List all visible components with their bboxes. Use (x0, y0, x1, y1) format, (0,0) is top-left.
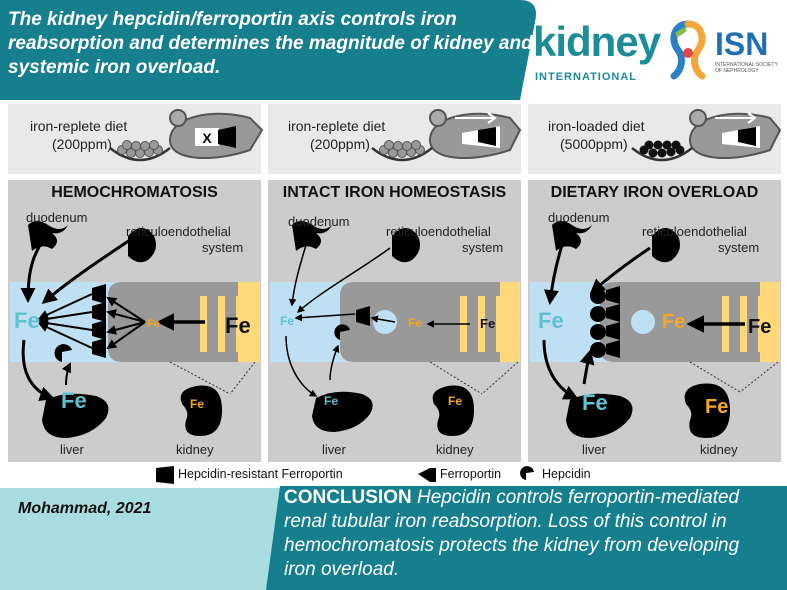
mouse-icon-1: X (168, 109, 264, 159)
panel3-kidney-label: kidney (700, 442, 738, 457)
panel1-res-label-2: system (202, 240, 244, 255)
diet-line-3: iron-loaded diet (548, 118, 645, 134)
panel1-duodenum-icon (28, 221, 68, 251)
panel2-duodenum-icon (292, 221, 332, 251)
legend-hepcidin: Hepcidin (542, 467, 591, 481)
diet-ppm-3: (5000ppm) (560, 136, 628, 152)
isn-logo-subtext: INTERNATIONAL SOCIETY OF NEPHROLOGY (715, 62, 778, 74)
panel1-fe-cell: Fe (147, 318, 160, 330)
panel2-fe-plasma: Fe (280, 314, 295, 328)
food-bowl-2 (371, 147, 433, 162)
diet-line-2: iron-replete diet (288, 118, 386, 134)
panel1-kidney-label: kidney (176, 442, 214, 457)
panel3-liver-label: liver (582, 442, 606, 457)
panel2-liver-icon (312, 391, 373, 432)
diet-label-1: iron-replete diet (200ppm) (30, 117, 127, 153)
mouse-icon-3 (688, 109, 782, 159)
diet-line-1: iron-replete diet (30, 118, 128, 134)
panel3-kidney-icon (684, 383, 730, 438)
conclusion-body: Hepcidin controls ferroportin-mediated r… (284, 487, 740, 580)
panel2-fe-kidney: Fe (448, 394, 463, 408)
panel3-liver-icon (566, 393, 633, 438)
panel3-fe-lumen: Fe (748, 316, 772, 338)
panel2-liver-label: liver (322, 442, 346, 457)
panel3-fe-kidney: Fe (705, 396, 729, 418)
kidney-international-logo: kidney (533, 18, 661, 65)
legend-resistant-ferroportin: Hepcidin-resistant Ferroportin (178, 467, 343, 481)
isn-logo-text: ISN (715, 26, 769, 62)
panel3-fe-cell: Fe (662, 311, 686, 333)
author-citation: Mohammad, 2021 (18, 500, 152, 517)
panels-graphics (10, 221, 780, 438)
diet-label-2: iron-replete diet (200ppm) (288, 117, 385, 153)
panel1-resistant-ferroportins (92, 284, 106, 358)
panel1-fe-kidney: Fe (190, 397, 205, 411)
panel1-duodenum-label: duodenum (26, 210, 88, 225)
panel2-kidney-label: kidney (436, 442, 474, 457)
panel2-hepcidin (334, 324, 350, 340)
panel3-cell-diagram (530, 221, 780, 438)
isn-logo-icon (670, 20, 706, 80)
poster-title: The kidney hepcidin/ferroportin axis con… (8, 9, 533, 78)
footer-author-band (0, 488, 300, 590)
legend-icons (156, 466, 534, 484)
food-bowl-3 (631, 147, 693, 162)
legend-ferroportin: Ferroportin (440, 467, 502, 481)
panel3-duodenum-label: duodenum (548, 210, 610, 225)
panel3-title: DIETARY IRON OVERLOAD (550, 184, 759, 201)
diet-illustrations: X (109, 109, 782, 162)
conclusion-label: CONCLUSION (284, 487, 412, 508)
diet-ppm-1: (200ppm) (52, 136, 112, 152)
legend-resistant-ferroportin-icon (156, 466, 174, 484)
diet-label-3: iron-loaded diet (5000ppm) (548, 117, 645, 153)
mouse-icon-2 (428, 109, 522, 159)
legend-hepcidin-icon (520, 466, 534, 480)
panel2-cell-diagram (270, 221, 520, 436)
panel1-fe-plasma: Fe (14, 308, 40, 333)
panel1-liver-icon (42, 393, 109, 438)
panel3-res-label: reticuloendothelial (642, 224, 747, 239)
panel2-title: INTACT IRON HOMEOSTASIS (282, 184, 507, 201)
panel1-res-label: reticuloendothelial (126, 224, 231, 239)
panel1-fe-liver: Fe (61, 388, 87, 413)
panel1-liver-label: liver (60, 442, 84, 457)
panel1-res-icon (128, 228, 156, 263)
panel2-ferroportin (356, 306, 370, 326)
conclusion-text: CONCLUSION Hepcidin controls ferroportin… (284, 486, 774, 582)
panel1-kidney-icon (180, 385, 222, 436)
panel3-fe-plasma: Fe (538, 308, 564, 333)
panel2-res-icon (392, 228, 420, 263)
conclusion-banner (266, 486, 787, 590)
panel3-res-label-2: system (718, 240, 760, 255)
legend-ferroportin-icon (418, 468, 436, 482)
diet-ppm-2: (200ppm) (310, 136, 370, 152)
panel2-res-label: reticuloendothelial (386, 224, 491, 239)
panel1-title: HEMOCHROMATOSIS (51, 184, 218, 201)
panel3-fe-liver: Fe (582, 390, 608, 415)
kidney-international-wordmark: INTERNATIONAL (535, 71, 638, 83)
panel1-cell-diagram (10, 221, 260, 438)
knockout-x-mark: X (202, 130, 212, 146)
panel2-duodenum-label: duodenum (288, 214, 350, 229)
title-banner (0, 0, 536, 100)
panel2-res-label-2: system (462, 240, 504, 255)
panel1-fe-lumen: Fe (225, 313, 251, 338)
panel2-fe-cell: Fe (408, 316, 423, 330)
panel3-res-icon (652, 228, 680, 263)
panel2-kidney-icon (432, 385, 474, 436)
panel3-duodenum-icon (552, 221, 592, 251)
panel2-fe-lumen: Fe (480, 316, 496, 331)
panel2-fe-liver: Fe (324, 394, 339, 408)
food-bowl-1 (109, 147, 171, 162)
panel1-hepcidin (54, 344, 72, 362)
